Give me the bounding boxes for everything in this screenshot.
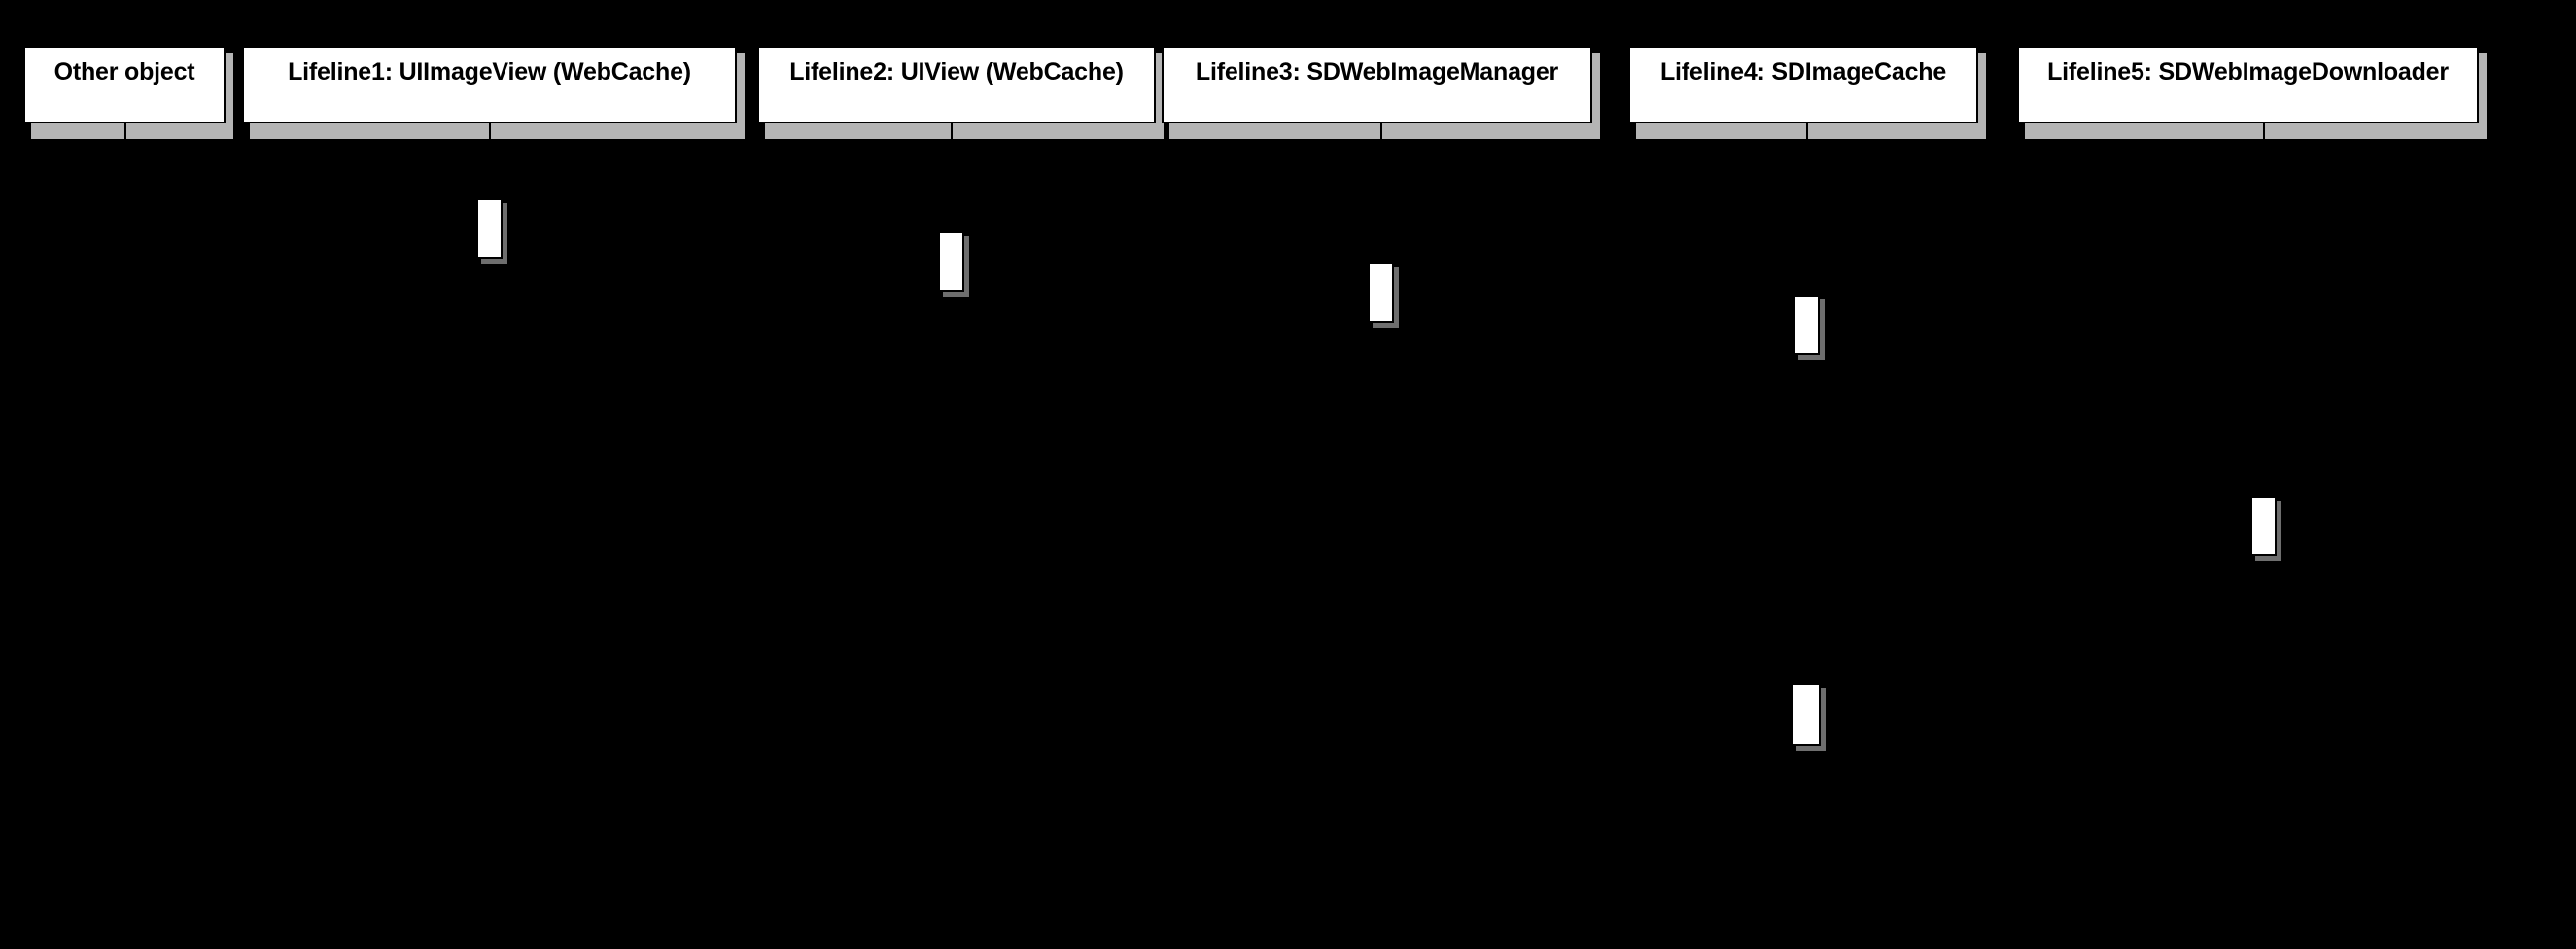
lifeline-header-label: Lifeline1: UIImageView (WebCache) [288, 58, 691, 86]
lifeline-dash-tick [1806, 120, 1808, 143]
lifeline-stub-band [31, 123, 233, 139]
lifeline-header-box[interactable]: Lifeline2: UIView (WebCache) [757, 46, 1156, 123]
lifeline-stub-band [1636, 123, 1986, 139]
lifeline-dash-tick [951, 120, 953, 143]
activation-lifeline2[interactable] [938, 231, 969, 297]
lifeline-header-label: Other object [53, 58, 195, 86]
activation-box[interactable] [1792, 684, 1821, 746]
lifeline-dash-tick [2263, 120, 2265, 143]
lifeline-stub-band [1169, 123, 1600, 139]
lifeline-stub-band [250, 123, 745, 139]
activation-lifeline1[interactable] [476, 198, 507, 264]
activation-box[interactable] [476, 198, 503, 259]
lifeline-header-box[interactable]: Lifeline3: SDWebImageManager [1162, 46, 1592, 123]
lifeline-header-label: Lifeline3: SDWebImageManager [1195, 58, 1559, 86]
activation-lifeline5[interactable] [2250, 496, 2281, 561]
activation-box[interactable] [1793, 295, 1820, 355]
lifeline-header-label: Lifeline4: SDImageCache [1659, 58, 1947, 86]
activation-box[interactable] [2250, 496, 2277, 556]
lifeline-header-label: Lifeline5: SDWebImageDownloader [2047, 58, 2449, 86]
lifeline-dash-tick [489, 120, 491, 143]
lifeline-header-box[interactable]: Other object [23, 46, 226, 123]
activation-box[interactable] [1368, 263, 1394, 323]
lifeline-header-box[interactable]: Lifeline5: SDWebImageDownloader [2017, 46, 2479, 123]
lifeline-header-box[interactable]: Lifeline1: UIImageView (WebCache) [242, 46, 737, 123]
lifeline-dash-tick [124, 120, 126, 143]
activation-lifeline3[interactable] [1368, 263, 1399, 328]
lifeline-dash-tick [1380, 120, 1382, 143]
lifeline-stub-band [765, 123, 1164, 139]
lifeline-header-box[interactable]: Lifeline4: SDImageCache [1628, 46, 1978, 123]
activation-lifeline4-first[interactable] [1793, 295, 1825, 360]
lifeline-header-label: Lifeline2: UIView (WebCache) [789, 58, 1124, 86]
activation-box[interactable] [938, 231, 964, 292]
activation-lifeline4-second[interactable] [1792, 684, 1826, 751]
lifeline-stub-band [2025, 123, 2487, 139]
